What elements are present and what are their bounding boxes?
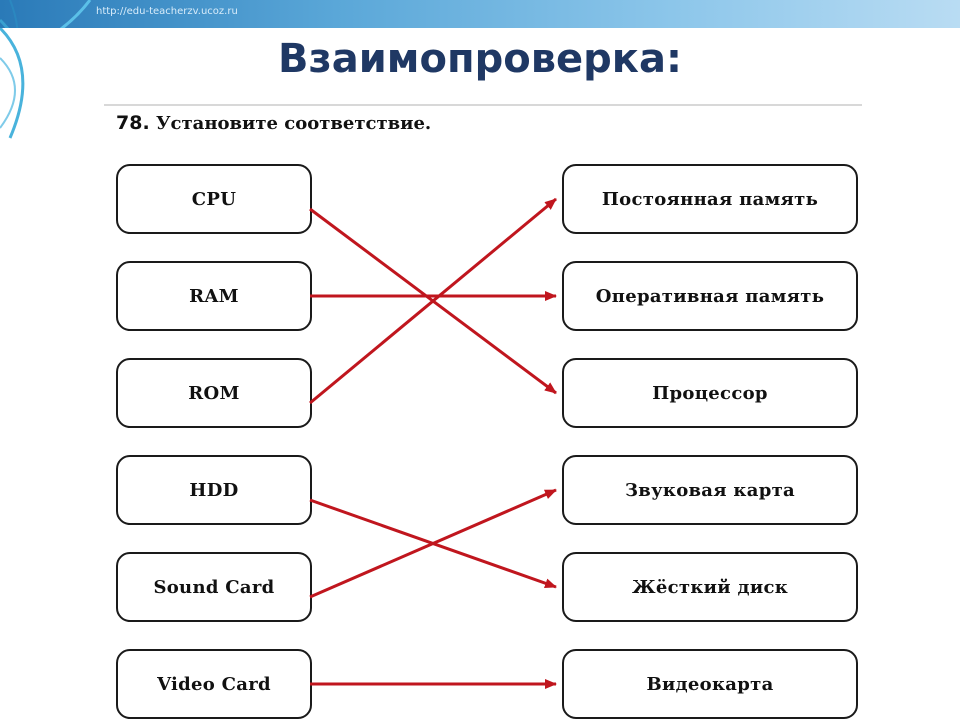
exercise-panel: 78. Установите соответствие. CPU RAM ROM… [104, 104, 862, 722]
left-box-ram: RAM [116, 261, 312, 331]
left-box-sound-card: Sound Card [116, 552, 312, 622]
left-box-rom: ROM [116, 358, 312, 428]
right-box-sound-card: Звуковая карта [562, 455, 858, 525]
task-header: 78. Установите соответствие. [116, 112, 431, 134]
corner-swirl-decoration [0, 0, 92, 28]
right-box-hard-disk: Жёсткий диск [562, 552, 858, 622]
task-number: 78. [116, 112, 150, 134]
right-box-processor: Процессор [562, 358, 858, 428]
connection-arrows [309, 197, 557, 689]
left-box-cpu: CPU [116, 164, 312, 234]
left-box-video-card: Video Card [116, 649, 312, 719]
top-banner: http://edu-teacherzv.ucoz.ru [0, 0, 960, 28]
slide-title: Взаимопроверка: [278, 36, 682, 82]
left-swirl-decoration [0, 28, 25, 139]
right-box-rom-memory: Постоянная память [562, 164, 858, 234]
connection-arrow-3 [309, 197, 557, 405]
right-box-video-card: Видеокарта [562, 649, 858, 719]
left-box-hdd: HDD [116, 455, 312, 525]
right-box-ram-memory: Оперативная память [562, 261, 858, 331]
connection-arrow-5 [309, 488, 557, 599]
banner-url: http://edu-teacherzv.ucoz.ru [96, 6, 238, 17]
task-instruction: Установите соответствие. [155, 113, 432, 134]
